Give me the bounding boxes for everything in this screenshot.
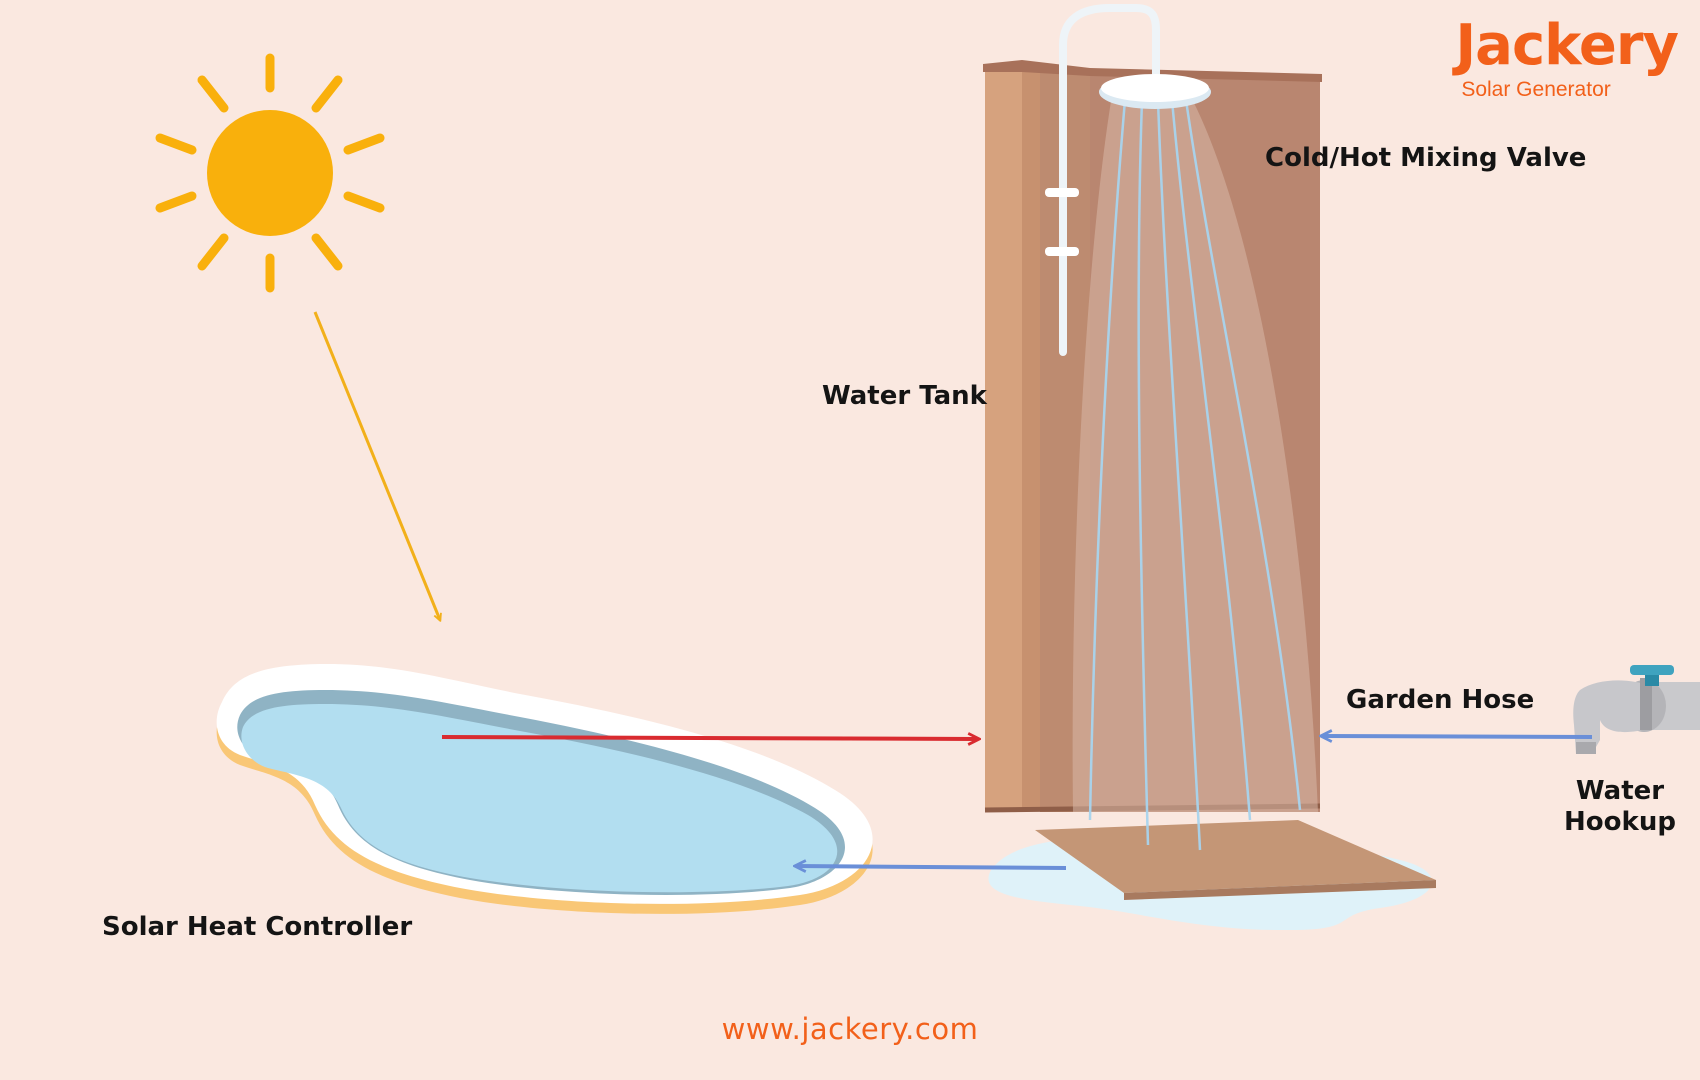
pool-icon bbox=[216, 663, 873, 914]
brand-logo: Jackery Solar Generator bbox=[1455, 13, 1679, 102]
hot-water-arrow bbox=[441, 737, 978, 739]
brand-name: Jackery bbox=[1455, 13, 1679, 78]
shower-platform bbox=[1035, 820, 1436, 900]
solar-heat-controller-label: Solar Heat Controller bbox=[102, 912, 413, 942]
cold-hot-mixing-valve-label: Cold/Hot Mixing Valve bbox=[1265, 143, 1587, 173]
website-link[interactable]: www.jackery.com bbox=[721, 1012, 979, 1046]
sun-ray-arrow bbox=[313, 311, 440, 620]
sun-icon bbox=[155, 53, 385, 293]
water-hookup-label: Water Hookup bbox=[1564, 776, 1676, 838]
garden-hose-arrow bbox=[1322, 736, 1593, 737]
water-tank-label: Water Tank bbox=[822, 381, 987, 411]
shower-icon bbox=[983, 4, 1322, 851]
cold-return-arrow bbox=[796, 866, 1067, 868]
faucet-icon bbox=[1573, 665, 1700, 754]
brand-subtitle: Solar Generator bbox=[1461, 78, 1611, 101]
garden-hose-label: Garden Hose bbox=[1346, 685, 1535, 715]
